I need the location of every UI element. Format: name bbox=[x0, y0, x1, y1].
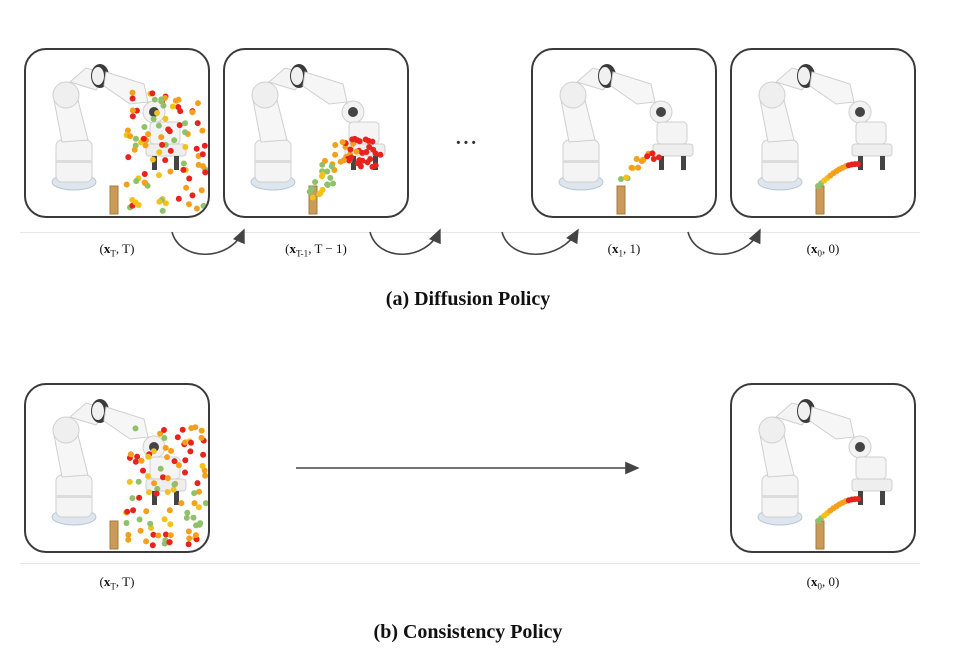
denoised-trajectory-dots bbox=[815, 496, 861, 524]
curved-arrow-4 bbox=[687, 228, 761, 255]
label-a-x1: (x1, 1) bbox=[607, 241, 641, 259]
curved-arrow-2 bbox=[369, 228, 441, 255]
panel-illustration bbox=[757, 399, 893, 550]
panel-illustration bbox=[51, 64, 208, 215]
divider-a bbox=[20, 232, 920, 233]
panel-a-final bbox=[730, 48, 916, 218]
caption-b: (b) Consistency Policy bbox=[373, 621, 563, 643]
panel-b-noisy bbox=[24, 383, 210, 553]
denoised-trajectory-dots bbox=[618, 150, 662, 182]
label-a-xT: (xT, T) bbox=[99, 241, 135, 259]
divider-b bbox=[20, 563, 920, 564]
panel-a-step-t-minus-1 bbox=[223, 48, 409, 218]
robot-arm-illustration bbox=[757, 399, 893, 550]
partially-denoised-dots bbox=[306, 135, 384, 201]
label-a-xT-1: (xT-1, T − 1) bbox=[285, 241, 347, 259]
noisy-action-dots bbox=[123, 424, 208, 549]
caption-a: (a) Diffusion Policy bbox=[385, 288, 551, 310]
panel-b-final bbox=[730, 383, 916, 553]
panel-illustration bbox=[51, 399, 208, 550]
robot-arm-illustration bbox=[757, 64, 893, 215]
label-a-x0: (x0, 0) bbox=[806, 241, 840, 259]
panel-a-step-1 bbox=[531, 48, 717, 218]
robot-arm-illustration bbox=[51, 399, 187, 550]
panel-a-noisy bbox=[24, 48, 210, 218]
curved-arrow-3 bbox=[501, 228, 579, 255]
panel-illustration bbox=[250, 64, 386, 215]
denoised-trajectory-dots bbox=[815, 161, 861, 189]
robot-arm-illustration bbox=[558, 64, 694, 215]
curved-arrow-1 bbox=[171, 228, 245, 255]
label-b-x0: (x0, 0) bbox=[806, 574, 840, 592]
noisy-action-dots bbox=[123, 89, 208, 214]
panel-illustration bbox=[558, 64, 694, 215]
panel-illustration bbox=[757, 64, 893, 215]
ellipsis: ··· bbox=[455, 132, 479, 154]
label-b-xT: (xT, T) bbox=[99, 574, 135, 592]
